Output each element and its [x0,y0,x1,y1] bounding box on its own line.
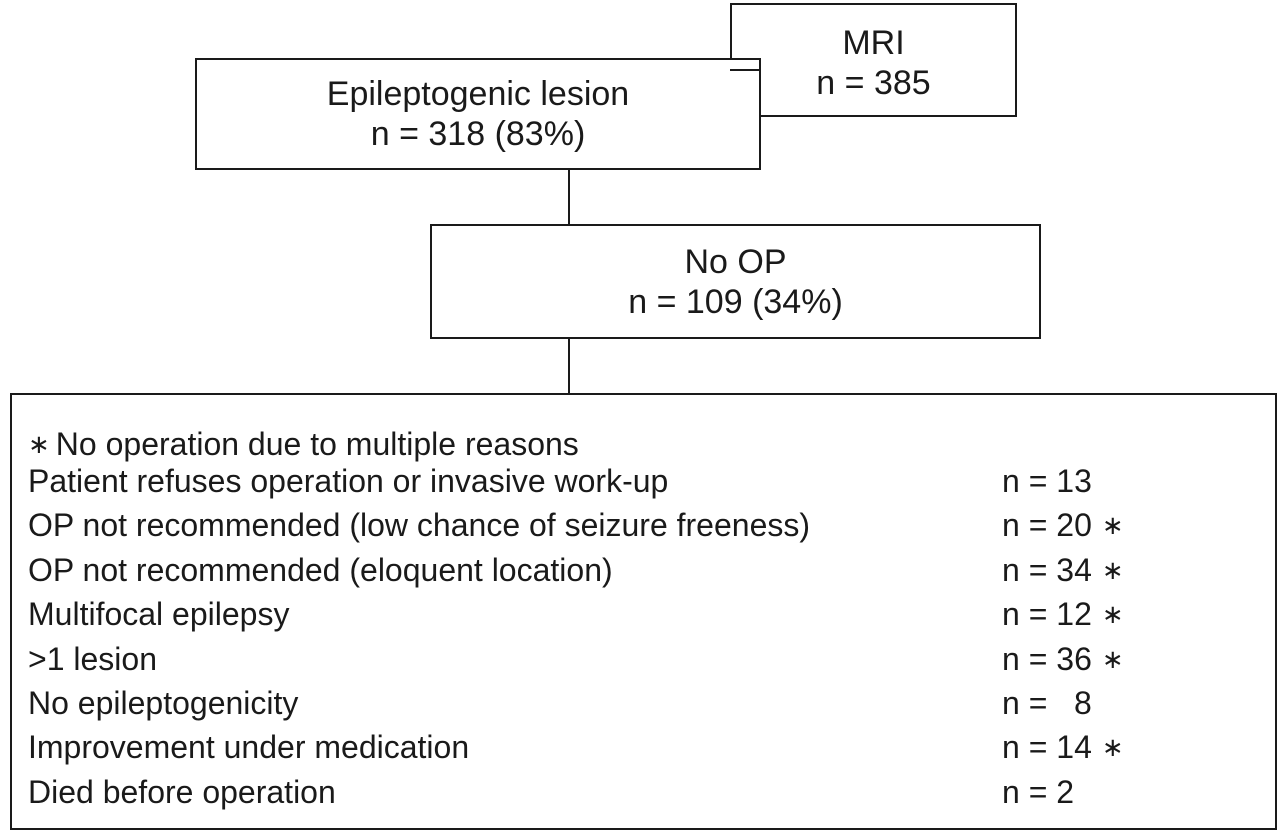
reason-count: n = 14∗ [1002,725,1124,770]
connector-lesion-to-mri [730,69,761,71]
reason-count: n = 12∗ [1002,592,1124,637]
reason-label: Improvement under medication [28,729,470,765]
reason-label: >1 lesion [28,641,157,677]
lesion-title: Epileptogenic lesion [326,75,630,113]
reasons-note-text: No operation due to multiple reasons [55,426,579,462]
reason-label: Multifocal epilepsy [28,596,290,632]
epileptogenic-lesion-box: Epileptogenic lesion n = 318 (83%) [195,58,761,170]
mri-count: n = 385 [816,64,931,102]
asterisk-mark: ∗ [28,429,50,459]
reason-count: n = 34∗ [1002,548,1124,593]
reasons-note: ∗No operation due to multiple reasons [28,422,1258,466]
reason-row: OP not recommended (eloquent location) n… [28,548,1258,592]
mri-box: MRI n = 385 [730,3,1017,117]
reason-row: Patient refuses operation or invasive wo… [28,459,1258,503]
reason-row: Improvement under medication n = 14∗ [28,725,1258,769]
reason-row: No epileptogenicity n = 8 [28,681,1258,725]
reason-row: Multifocal epilepsy n = 12∗ [28,592,1258,636]
no-op-count: n = 109 (34%) [628,283,843,321]
reason-label: OP not recommended (low chance of seizur… [28,507,811,543]
asterisk-mark: ∗ [1101,555,1124,585]
asterisk-mark: ∗ [1101,510,1124,540]
no-op-box: No OP n = 109 (34%) [430,224,1041,339]
reason-row: >1 lesion n = 36∗ [28,637,1258,681]
connector-noop-reasons [568,339,570,393]
reason-count: n = 2 [1002,774,1075,810]
no-op-title: No OP [684,243,787,281]
asterisk-mark: ∗ [1101,732,1124,762]
asterisk-mark: ∗ [1101,599,1124,629]
reason-count: n = 20∗ [1002,503,1124,548]
reason-count: n = 8 [1002,685,1092,721]
asterisk-mark: ∗ [1101,644,1124,674]
reason-label: Patient refuses operation or invasive wo… [28,463,669,499]
reasons-box: ∗No operation due to multiple reasons Pa… [10,393,1277,830]
reason-count: n = 36∗ [1002,637,1124,682]
reason-row: Died before operation n = 2 [28,770,1258,814]
mri-title: MRI [842,24,905,62]
reason-label: OP not recommended (eloquent location) [28,552,613,588]
lesion-count: n = 318 (83%) [370,115,586,153]
connector-lesion-noop [568,170,570,224]
reason-row: OP not recommended (low chance of seizur… [28,503,1258,547]
reason-count: n = 13 [1002,463,1092,499]
reason-label: No epileptogenicity [28,685,299,721]
reason-label: Died before operation [28,774,336,810]
